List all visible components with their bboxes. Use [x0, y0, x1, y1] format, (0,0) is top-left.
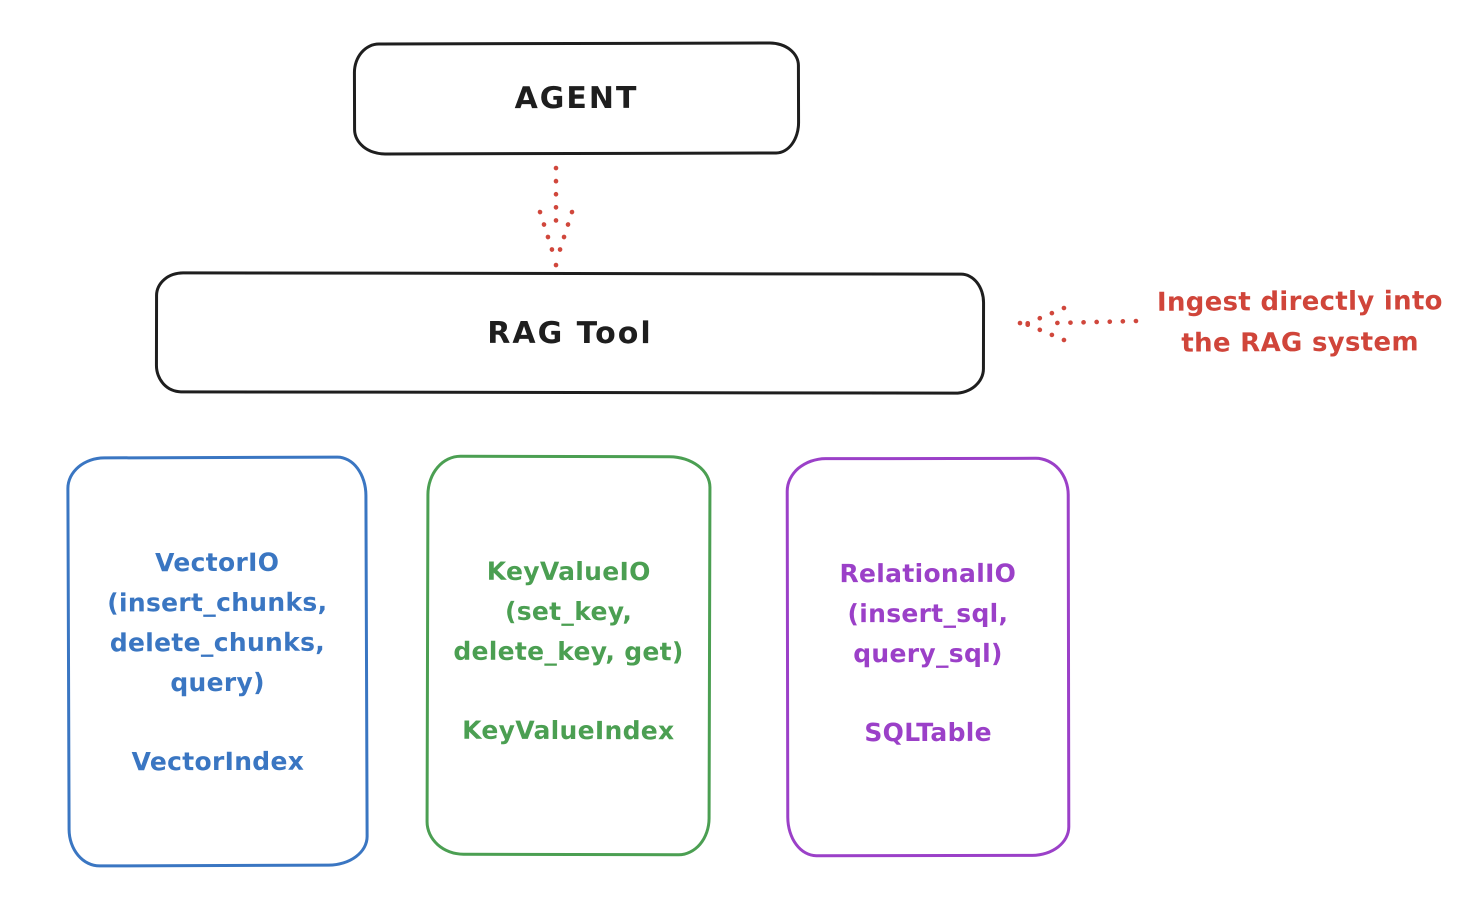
dotted-left-arrow-icon [1017, 305, 1139, 343]
relationalio-body: RelationalIO (insert_sql, query_sql) [839, 558, 1017, 669]
rag-tool-label: RAG Tool [487, 315, 653, 351]
dotted-down-arrow-icon [537, 165, 575, 268]
vectorio-box: VectorIO (insert_chunks, delete_chunks, … [66, 455, 369, 868]
ingest-note: Ingest directly into the RAG system [1156, 286, 1443, 359]
relationalio-box: RelationalIO (insert_sql, query_sql) SQL… [785, 456, 1071, 858]
relationalio-index-label: SQLTable [864, 717, 992, 748]
keyvalueio-body: KeyValueIO (set_key, delete_key, get) [453, 556, 684, 667]
vectorio-index-label: VectorIndex [131, 746, 305, 777]
keyvalueio-box: KeyValueIO (set_key, delete_key, get) Ke… [425, 454, 712, 857]
agent-label: AGENT [514, 80, 639, 117]
vectorio-body: VectorIO (insert_chunks, delete_chunks, … [107, 547, 328, 698]
rag-tool-node: RAG Tool [154, 271, 986, 395]
agent-node: AGENT [352, 41, 801, 156]
keyvalueio-index-label: KeyValueIndex [462, 715, 675, 746]
